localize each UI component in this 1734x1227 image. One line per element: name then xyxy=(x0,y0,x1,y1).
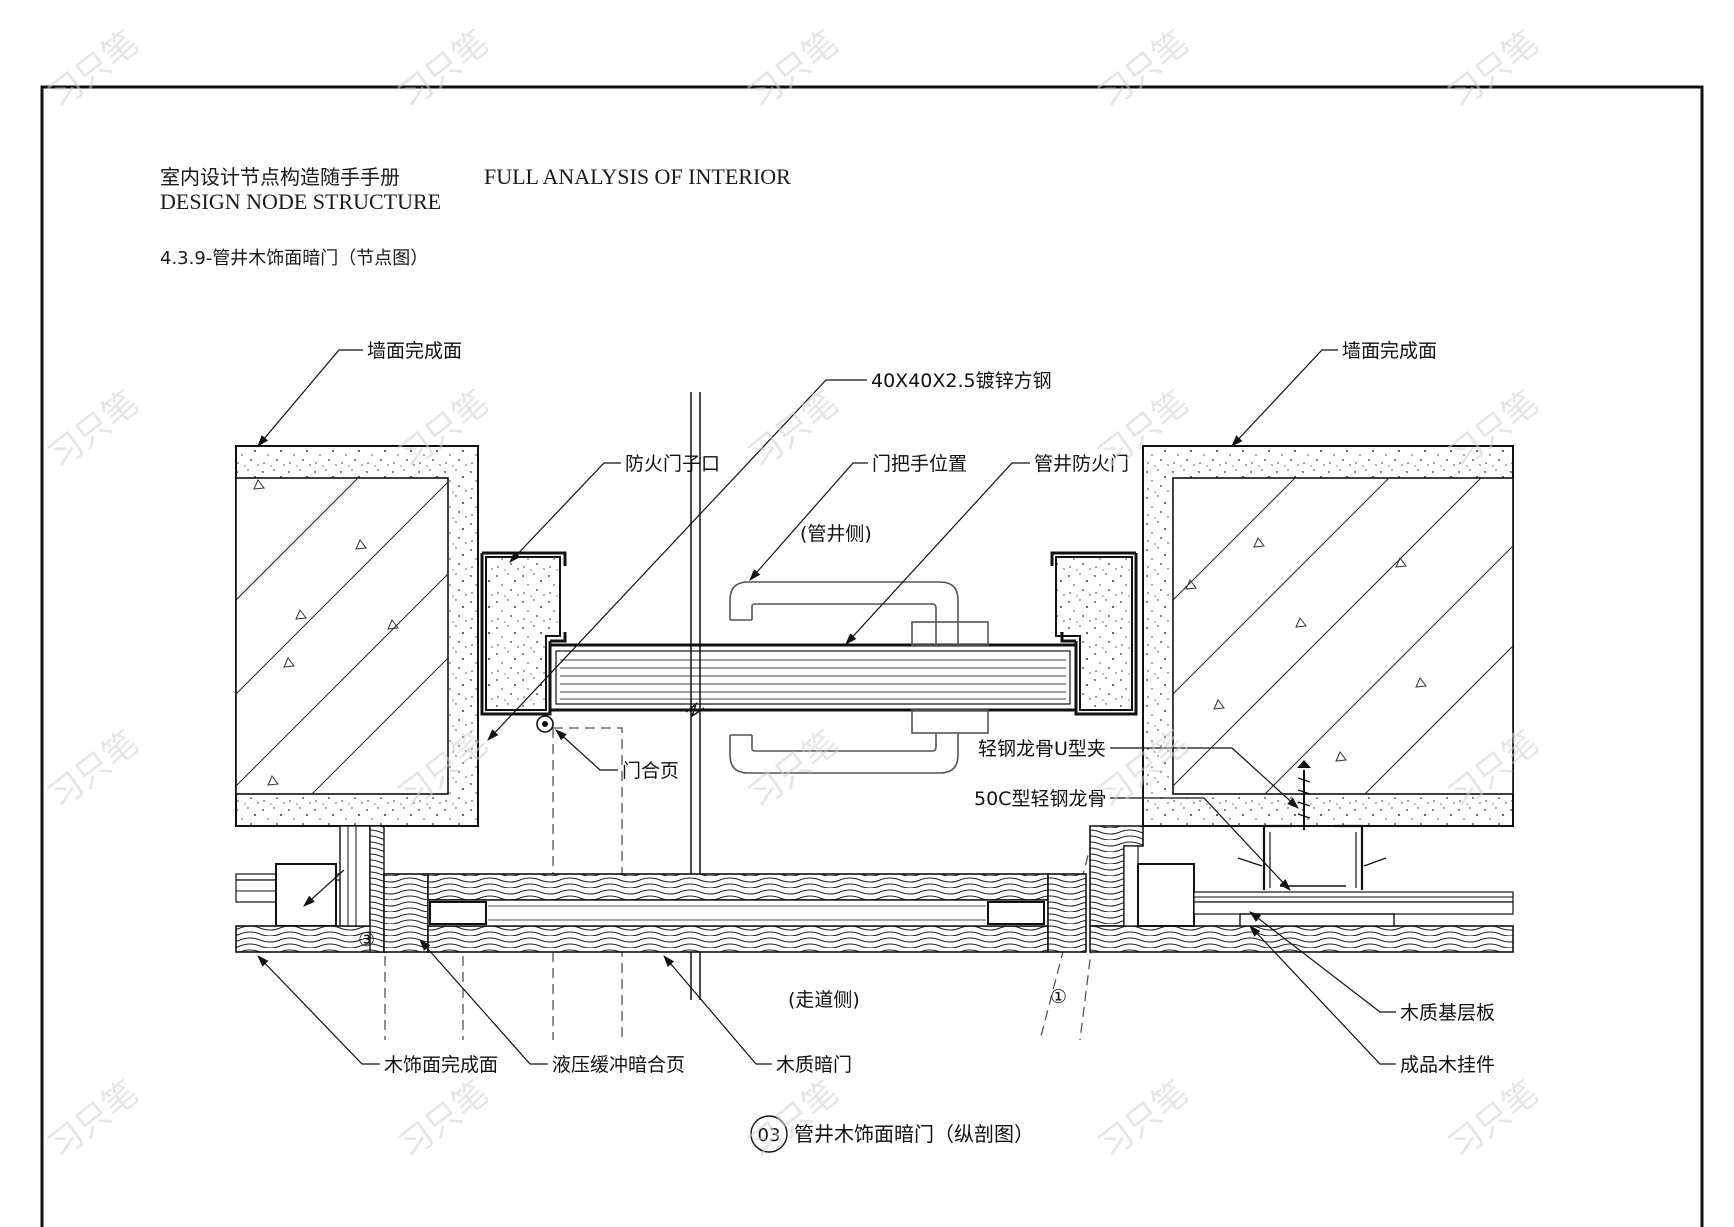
svg-text:习只笔: 习只笔 xyxy=(41,723,146,817)
label-wood-hidden-door: 木质暗门 xyxy=(776,1054,852,1076)
svg-text:习只笔: 习只笔 xyxy=(41,23,146,117)
marker-3: ③ xyxy=(358,929,375,951)
door-frame-right xyxy=(1050,551,1138,716)
label-wall-finish-left: 墙面完成面 xyxy=(367,340,462,362)
caption-number: 03 xyxy=(758,1125,781,1146)
svg-text:习只笔: 习只笔 xyxy=(41,1073,146,1167)
svg-text:习只笔: 习只笔 xyxy=(1441,1073,1546,1167)
svg-text:习只笔: 习只笔 xyxy=(741,723,846,817)
svg-text:习只笔: 习只笔 xyxy=(391,1073,496,1167)
svg-text:习只笔: 习只笔 xyxy=(1091,23,1196,117)
label-wood-hanger: 成品木挂件 xyxy=(1400,1054,1495,1076)
svg-text:习只笔: 习只笔 xyxy=(741,23,846,117)
label-fire-door-notch: 防火门子口 xyxy=(625,453,720,475)
label-handle-position: 门把手位置 xyxy=(872,453,967,475)
door-handle-top xyxy=(729,581,989,646)
label-square-steel: 40X40X2.5镀锌方钢 xyxy=(871,370,1052,392)
svg-text:习只笔: 习只笔 xyxy=(41,383,146,477)
header-title-en-1: FULL ANALYSIS OF INTERIOR xyxy=(484,164,791,189)
svg-text:习只笔: 习只笔 xyxy=(1091,1073,1196,1167)
marker-1: ① xyxy=(1050,986,1067,1008)
section-title: 4.3.9-管井木饰面暗门（节点图） xyxy=(160,248,429,269)
wood-hidden-door xyxy=(427,873,1087,953)
header-title-cn: 室内设计节点构造随手手册 xyxy=(160,165,400,189)
label-c-keel: 50C型轻钢龙骨 xyxy=(974,788,1106,810)
hinge xyxy=(536,715,554,733)
label-hydraulic-hinge: 液压缓冲暗合页 xyxy=(552,1054,685,1076)
label-wood-base-board: 木质基层板 xyxy=(1400,1002,1495,1024)
sheet-frame xyxy=(40,85,1704,1227)
label-wall-finish-right: 墙面完成面 xyxy=(1342,340,1437,362)
door-handle-bottom xyxy=(729,709,989,774)
header-title-en-2: DESIGN NODE STRUCTURE xyxy=(160,189,442,214)
svg-text:习只笔: 习只笔 xyxy=(391,23,496,117)
fire-door-leaf xyxy=(548,643,1078,712)
right-wall xyxy=(1142,445,1514,827)
label-shaft-fire-door: 管井防火门 xyxy=(1034,453,1129,475)
label-hinge: 门合页 xyxy=(622,760,679,782)
svg-text:习只笔: 习只笔 xyxy=(1441,23,1546,117)
svg-text:习只笔: 习只笔 xyxy=(741,1073,846,1167)
label-u-clip: 轻钢龙骨U型夹 xyxy=(978,738,1106,760)
caption-text: 管井木饰面暗门（纵剖图） xyxy=(794,1122,1034,1146)
label-corridor-side: (走道侧) xyxy=(788,989,860,1011)
left-wood-cladding xyxy=(235,825,429,953)
svg-text:习只笔: 习只笔 xyxy=(741,383,846,477)
label-wood-finish-face: 木饰面完成面 xyxy=(384,1054,498,1076)
right-wood-cladding xyxy=(1089,760,1514,953)
leader-lines xyxy=(257,349,1396,1065)
label-shaft-side: (管井侧) xyxy=(800,523,872,545)
drawing-caption: 03 管井木饰面暗门（纵剖图） xyxy=(750,1115,1034,1153)
